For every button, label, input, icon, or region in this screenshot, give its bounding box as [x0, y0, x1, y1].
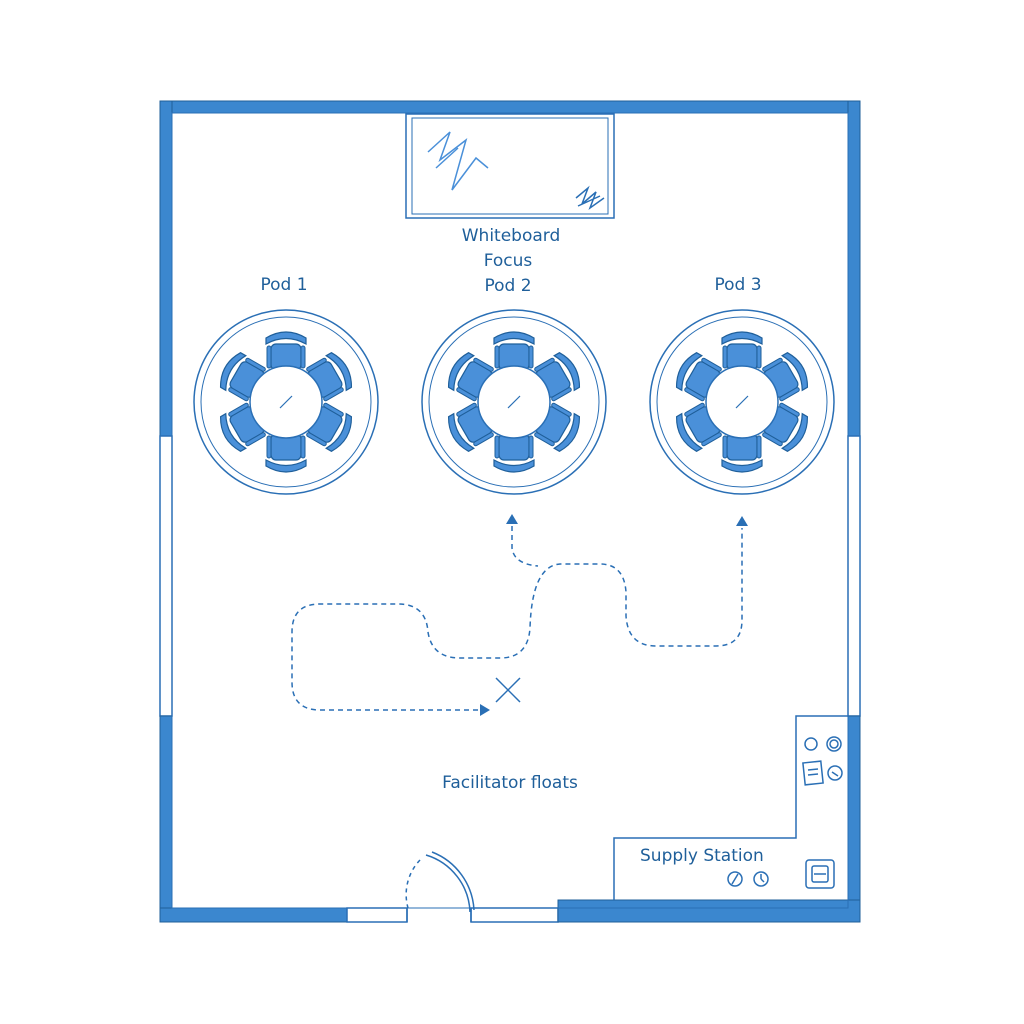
facilitator-path — [291, 526, 743, 711]
whiteboard-label: Whiteboard — [461, 226, 561, 246]
pod-1-label: Pod 1 — [260, 275, 308, 295]
pod-2 — [421, 309, 607, 495]
pod-3 — [649, 309, 835, 495]
chair-icon — [493, 331, 535, 371]
pod-1 — [193, 309, 379, 495]
whiteboard-scribble-icon — [427, 131, 489, 191]
supply-station — [613, 715, 848, 900]
door — [405, 851, 475, 922]
chair-icon — [493, 433, 535, 473]
focus-label: Focus — [483, 251, 533, 271]
arrow-icon — [480, 514, 748, 716]
facilitator-label: Facilitator floats — [442, 773, 578, 793]
pod-3-label: Pod 3 — [714, 275, 762, 295]
chair-icon — [265, 433, 307, 473]
chair-icon — [721, 331, 763, 371]
supply-station-label: Supply Station — [640, 846, 764, 866]
walls — [159, 100, 861, 923]
chair-icon — [306, 402, 353, 453]
pod-2-label: Pod 2 — [484, 276, 532, 296]
x-mark-icon — [495, 677, 521, 703]
chair-icon — [265, 331, 307, 371]
pods — [193, 309, 835, 495]
chair-icon — [721, 433, 763, 473]
supply-icons — [727, 736, 843, 889]
whiteboard — [405, 113, 615, 219]
